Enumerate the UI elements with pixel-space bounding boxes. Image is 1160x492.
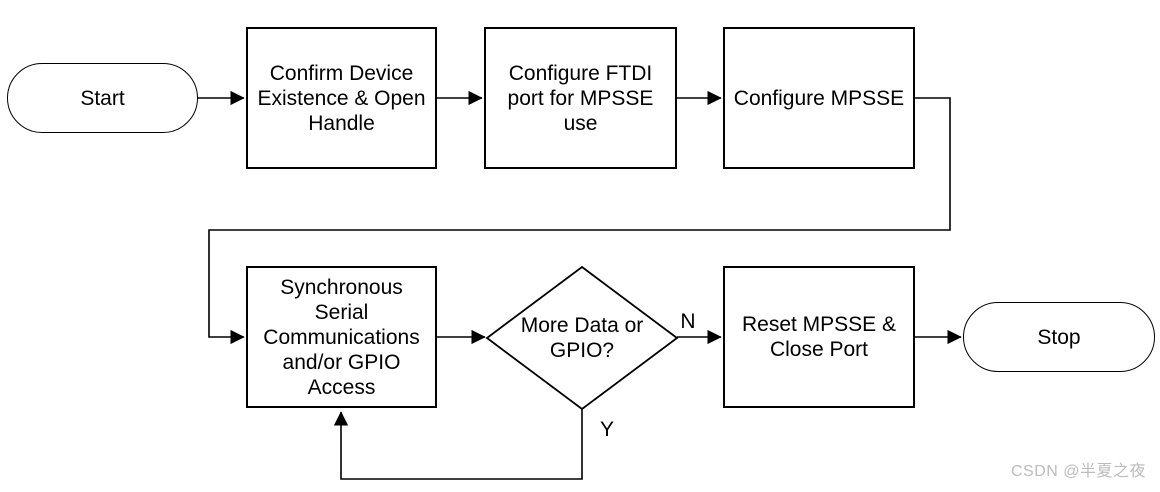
- node-configure-ftdi: Configure FTDI port for MPSSE use: [484, 27, 677, 169]
- node-confirm-device: Confirm Device Existence & Open Handle: [246, 27, 437, 169]
- arrow-mpsse-to-sync: [208, 97, 951, 345]
- node-start: Start: [7, 63, 198, 133]
- node-stop: Stop: [963, 302, 1155, 372]
- edge-label-yes: Y: [599, 418, 614, 441]
- node-reset-mpsse: Reset MPSSE & Close Port: [723, 266, 915, 408]
- node-configure-mpsse: Configure MPSSE: [723, 27, 915, 169]
- node-decision-label: More Data or GPIO?: [520, 314, 644, 362]
- node-sync-serial: Synchronous Serial Communications and/or…: [246, 266, 437, 408]
- edge-label-no: N: [680, 310, 696, 333]
- decision-diamond: [485, 265, 679, 411]
- arrow-decision-yes-loop: [333, 409, 583, 480]
- csdn-watermark: CSDN @半夏之夜: [1010, 463, 1146, 480]
